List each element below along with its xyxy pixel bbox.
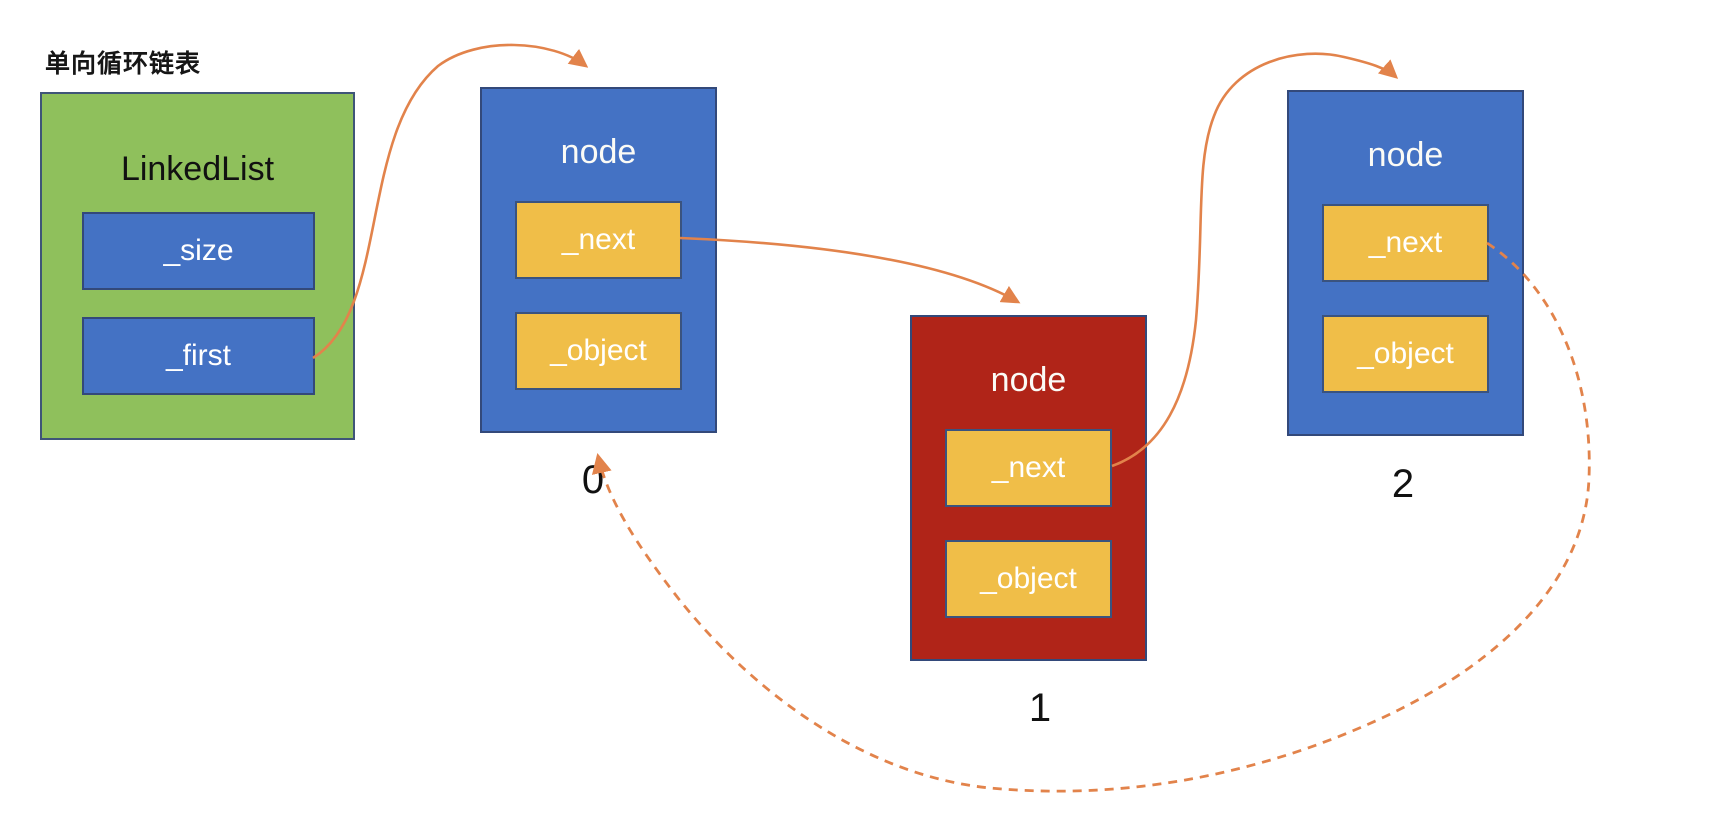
linkedlist-size-field: _size [82, 212, 315, 290]
arrow-first-to-node0 [312, 43, 589, 360]
linkedlist-box: LinkedList _size _first [40, 92, 355, 440]
node-0-title: node [560, 133, 637, 171]
node-0-object-field: _object [515, 312, 682, 390]
node-0-next-field: _next [515, 201, 682, 279]
node-1-next-field: _next [945, 429, 1112, 507]
node-0-box: node _next _object [480, 87, 717, 433]
node-1-title: node [990, 361, 1067, 399]
node-2-box: node _next _object [1287, 90, 1524, 436]
arrow-node2-to-node0-dashed [591, 241, 1591, 793]
linkedlist-first-field: _first [82, 317, 315, 395]
arrow-node0-to-node1 [679, 236, 1021, 304]
arrow-node1-to-node2 [1111, 52, 1399, 468]
node-1-object-field: _object [945, 540, 1112, 618]
node-2-title: node [1367, 136, 1444, 174]
node-2-object-field: _object [1322, 315, 1489, 393]
node-1-box: node _next _object [910, 315, 1147, 661]
diagram-title: 单向循环链表 [45, 50, 202, 78]
node-2-index-label: 2 [1391, 462, 1415, 506]
node-2-next-field: _next [1322, 204, 1489, 282]
linkedlist-title: LinkedList [120, 150, 275, 188]
node-1-index-label: 1 [1028, 686, 1052, 730]
